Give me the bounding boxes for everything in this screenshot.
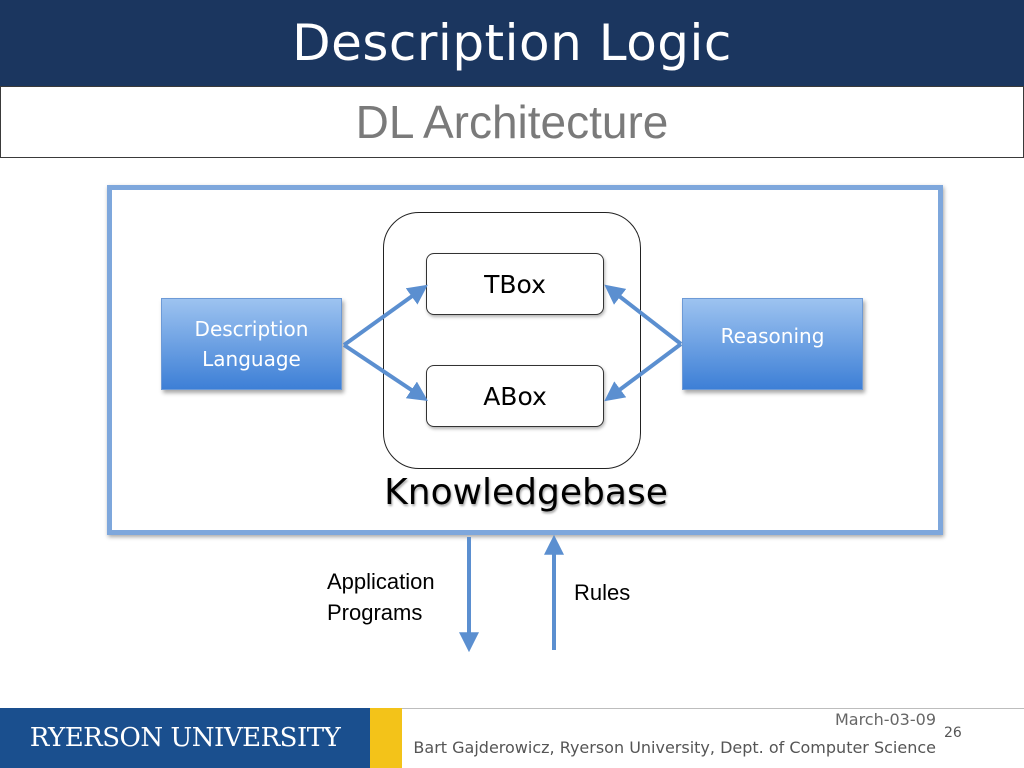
description-language-label: Description Language [194,317,309,371]
knowledgebase-frame [107,185,943,535]
slide-subtitle: DL Architecture [0,86,1024,158]
page-number: 26 [944,725,962,741]
tbox-box: TBox [426,253,604,315]
university-logo: RYERSON UNIVERSITY [0,708,370,768]
abox-box: ABox [426,365,604,427]
arrow-language-to-abox [342,343,428,401]
footer-divider [402,708,1024,709]
slide-title: Description Logic [0,0,1024,86]
reasoning-label: Reasoning [720,324,825,348]
footer-date: March-03-09 [834,710,936,729]
knowledgebase-label: Knowledgebase [384,472,668,513]
reasoning-box: Reasoning [682,298,863,390]
rules-label: Rules [574,580,631,605]
application-programs-label: Application Programs [327,569,435,625]
description-language-box: Description Language [161,298,342,390]
logo-gold-bar [370,708,402,768]
arrow-reasoning-to-tbox [604,284,683,346]
arrow-language-to-tbox [342,284,428,347]
arrow-reasoning-to-abox [604,342,683,402]
footer-author: Bart Gajderowicz, Ryerson University, De… [413,738,936,757]
